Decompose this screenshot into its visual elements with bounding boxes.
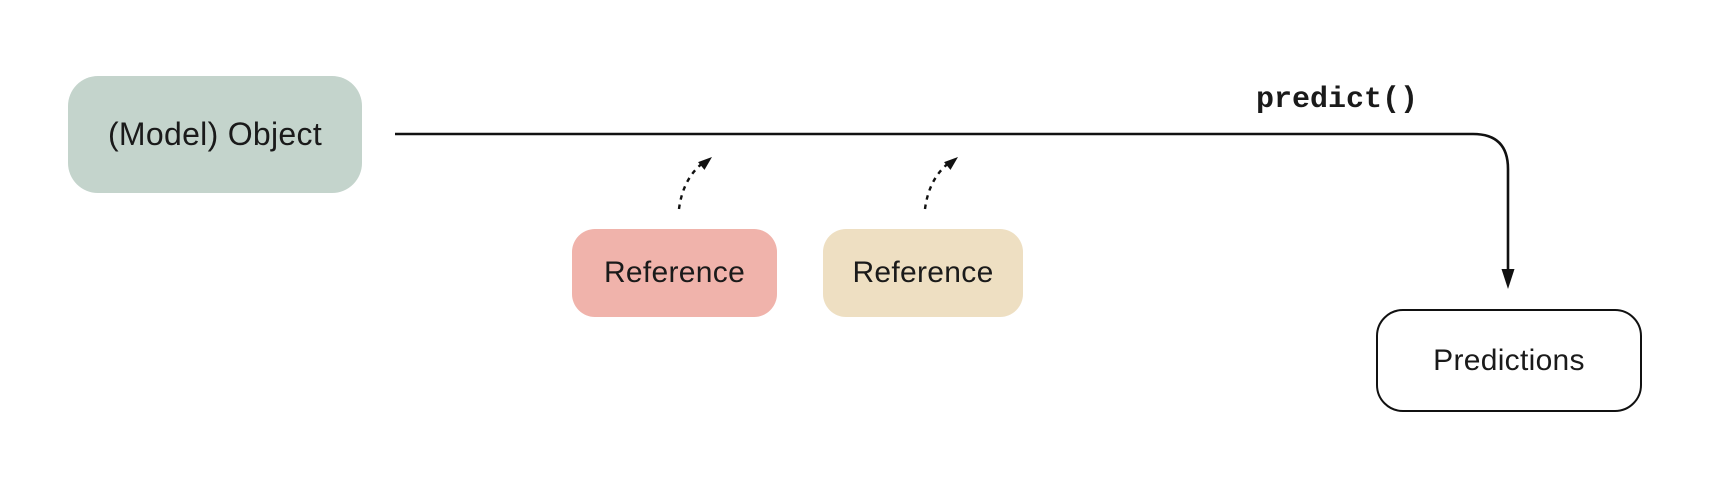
reference2-dashed-arrow	[923, 161, 951, 210]
flow-arrowhead-down-icon	[1501, 269, 1515, 289]
reference-2-label: Reference	[852, 256, 994, 289]
model-object-box: (Model) Object	[68, 76, 362, 193]
predictions-label: Predictions	[1433, 343, 1585, 377]
reference-1-label: Reference	[603, 256, 746, 289]
predict-call-label: predict()	[1256, 83, 1419, 117]
flow-line-model-to-predictions	[395, 132, 1510, 271]
predictions-box: Predictions	[1376, 309, 1642, 412]
reference1-dashed-arrow	[677, 161, 705, 210]
reference1-arrowhead-icon	[698, 157, 712, 170]
model-object-label: (Model) Object	[107, 116, 323, 152]
reference-box-1: Reference	[572, 229, 777, 317]
reference-box-2: Reference	[823, 229, 1023, 317]
reference2-arrowhead-icon	[944, 157, 958, 170]
